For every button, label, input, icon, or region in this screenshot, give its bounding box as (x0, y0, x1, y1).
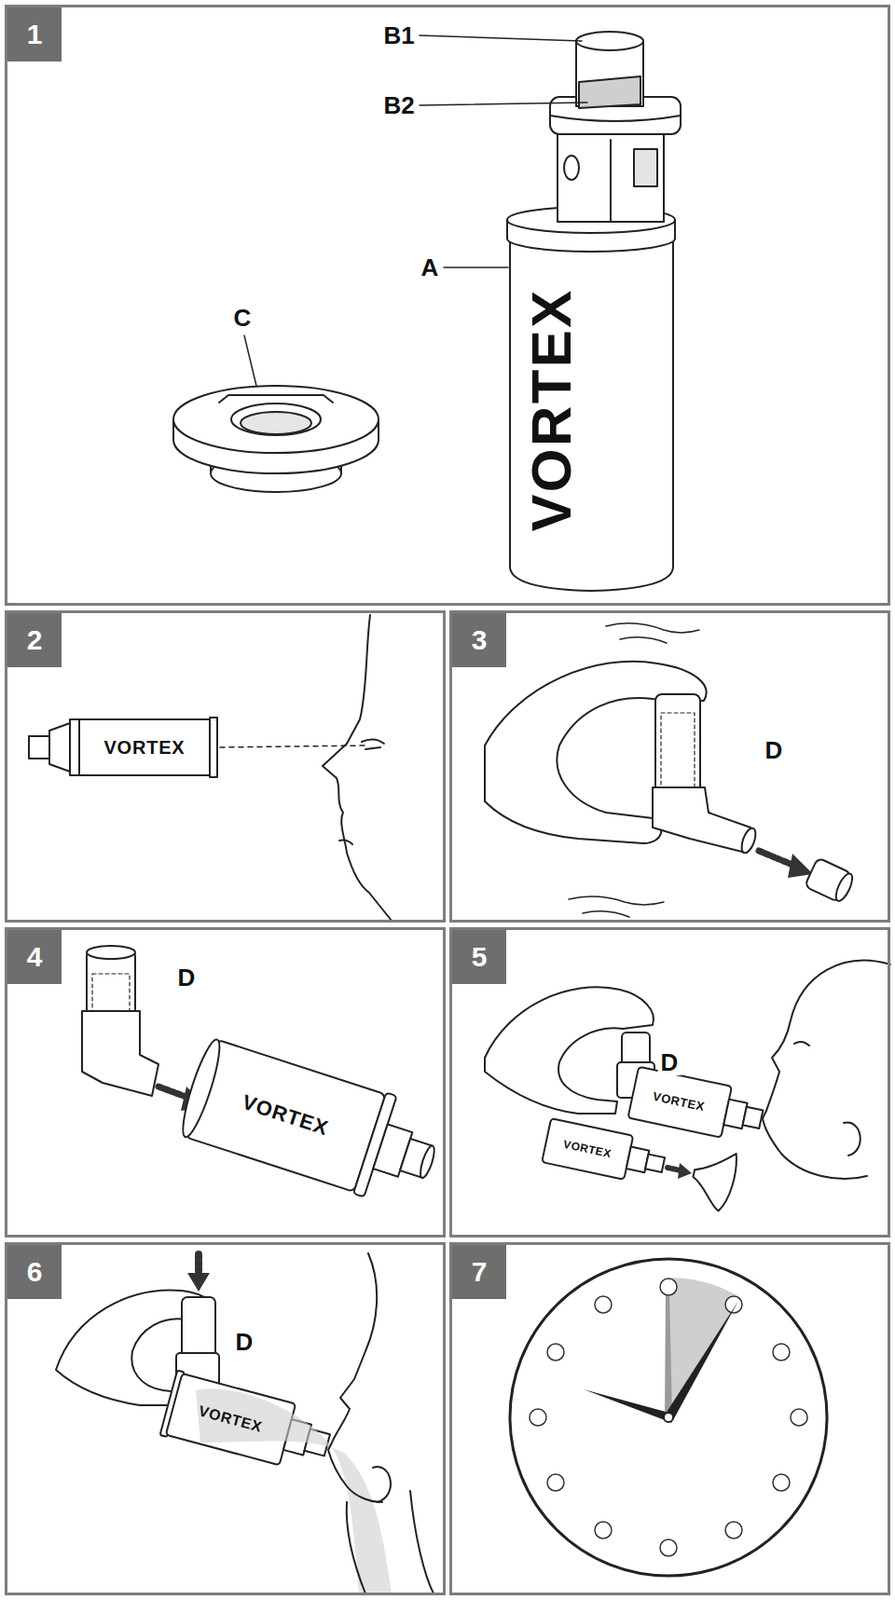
step-panel: 2 (4, 610, 446, 923)
face-profile (322, 615, 392, 922)
move-arrow (758, 851, 813, 879)
inhaler-cap (804, 857, 856, 905)
aerosol-cloud (195, 1389, 392, 1595)
face-profile (328, 1253, 434, 1595)
spacer-chamber (507, 96, 681, 592)
part-letter: C (231, 304, 255, 331)
step-panel: 4 (4, 927, 446, 1239)
mouthpiece-valve (576, 31, 644, 109)
step-number: 4 (7, 930, 62, 985)
step-number: 3 (452, 613, 507, 668)
spacer-chamber (628, 1067, 768, 1146)
part-letter: D (175, 964, 199, 992)
step-panel: 3 (449, 610, 891, 923)
shake-lines (568, 623, 700, 918)
part-letter: D (658, 1049, 682, 1076)
inhaler (82, 946, 159, 1097)
step-number: 1 (7, 7, 62, 62)
part-letter: D (762, 737, 786, 764)
part-letter: B1 (380, 22, 417, 49)
step-panel: 7 (449, 1242, 891, 1597)
part-letter: B2 (380, 92, 417, 119)
brand-logo: VORTEX (523, 288, 580, 532)
press-arrow (187, 1254, 210, 1293)
spacer-chamber (176, 1035, 449, 1215)
step-panel: 5 (449, 927, 891, 1239)
move-arrow (667, 1163, 692, 1180)
clock (509, 1259, 827, 1577)
face-profile (762, 961, 891, 1180)
part-letter: D (233, 1329, 257, 1356)
step-number: 6 (7, 1245, 62, 1300)
step-number: 2 (7, 613, 62, 668)
inhaler (652, 694, 758, 855)
part-letter: A (418, 254, 442, 281)
spacer-side-view (28, 717, 218, 778)
step-number: 7 (452, 1245, 507, 1300)
spacer-chamber (160, 1370, 337, 1478)
spacer-chamber (541, 1118, 668, 1188)
step-panel: 1 (4, 4, 891, 606)
adapter-ring (173, 385, 379, 493)
face-mask (687, 1146, 740, 1214)
step-number: 5 (452, 930, 507, 985)
brand-logo: VORTEX (103, 738, 185, 758)
